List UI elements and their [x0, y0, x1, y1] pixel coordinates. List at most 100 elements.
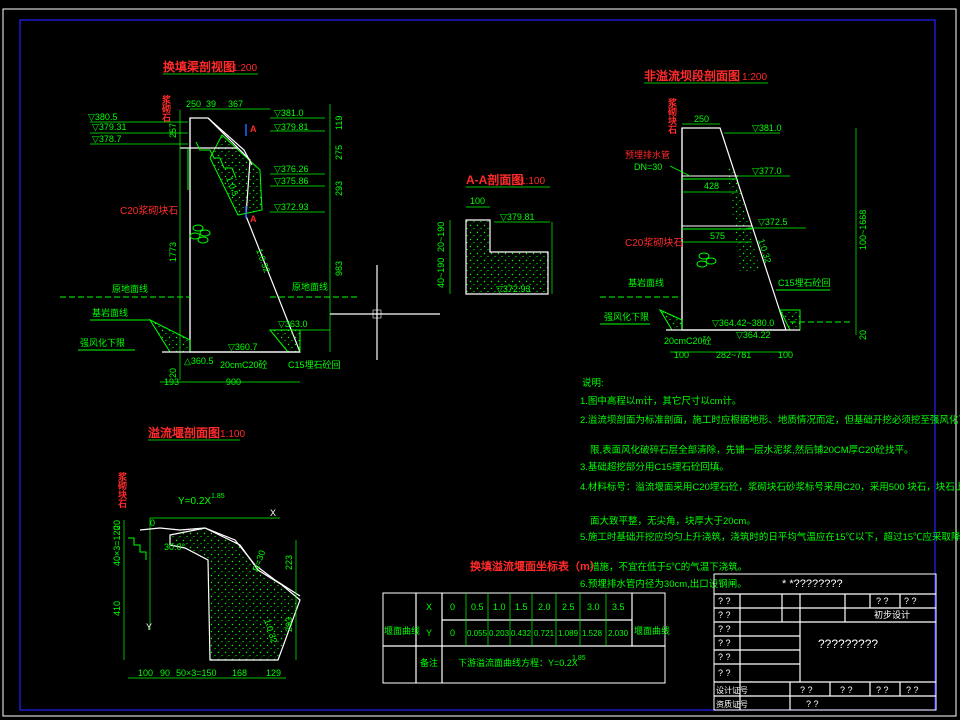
nonoverflow-section-view: 非溢流坝段剖面图 1:200 浆砌块石 250 ▽381.0 ▽377.0 ▽3… — [600, 68, 868, 360]
overflow-right-dim-2: 293 — [284, 617, 294, 632]
overflow-equation: Y=0.2X — [178, 496, 211, 507]
tb-footer-cell-3: ? ? — [876, 685, 889, 695]
nonoverflow-c15: C15埋石砼回 — [778, 277, 831, 288]
note-2: 2.溢流坝剖面为标准剖面，施工时应根据地形、地质情况而定，但基础开挖必须挖至强风… — [580, 414, 960, 426]
nonoverflow-base-line: 基岩面线 — [628, 277, 664, 288]
nonoverflow-bottom-dim-2: 282~781 — [716, 350, 751, 360]
aa-section-view: A-A剖面图 1:100 100 ▽379.81 ▽372.93 20~190 … — [436, 172, 553, 295]
coord-table-title: 换填溢流堰面坐标表（m） — [470, 559, 601, 573]
coord-x-6: 3.0 — [587, 602, 600, 612]
tb-stage: 初步设计 — [874, 609, 910, 620]
aa-section-body — [465, 219, 549, 295]
nonoverflow-elev-4: ▽364.42~380.0 — [712, 318, 774, 328]
coord-x-5: 2.5 — [562, 602, 575, 612]
coord-side-right: 堰面曲线 — [634, 625, 670, 636]
nonoverflow-dim-top: 250 — [694, 114, 709, 124]
coord-remark-label: 备注 — [420, 657, 438, 668]
bank-base-line: 基岩面线 — [92, 307, 128, 318]
tb-left-cell-4: ? ? — [718, 668, 731, 678]
overflow-weir-body — [169, 527, 301, 661]
coordinate-table: 换填溢流堰面坐标表（m） 堰面曲线 堰面曲线 X Y 0 0.5 1.0 1.5… — [382, 559, 670, 684]
inner-frame — [19, 19, 936, 711]
bank-elev-10: ▽360.7 — [228, 342, 257, 352]
tb-footer-cell-4: ? ? — [906, 685, 919, 695]
bank-elev-11: △360.5 — [184, 356, 213, 366]
tb-footer-left-2: 资质证号 — [716, 699, 748, 709]
aa-dim-3: 40~190 — [436, 258, 446, 288]
aa-dim-2: 20~190 — [436, 222, 446, 252]
note-8: 措施，不宜在低于5℃的气温下浇筑。 — [590, 561, 747, 573]
coord-y-7: 2.030 — [608, 629, 629, 638]
coord-y-1: 0.055 — [467, 629, 488, 638]
overflow-left-label: 浆砌块石 — [117, 471, 128, 509]
tb-top-cell-3: ? ? — [904, 596, 917, 606]
bank-section-view: 换填渠剖视图 1:200 浆砌石 250 39 367 A A ▽380.5 ▽… — [60, 59, 440, 387]
overflow-bottom-dim-3: 50×3=150 — [176, 668, 217, 678]
nonoverflow-title: 非溢流坝段剖面图 — [644, 68, 740, 83]
bank-elev-3: ▽378.7 — [92, 134, 121, 144]
coord-row-x: X — [426, 602, 432, 612]
overflow-section-view: 溢流堰剖面图 1:100 浆砌块石 Y=0.2X 1.85 X Y 0 R=30… — [112, 425, 301, 679]
coord-y-2: 0.203 — [489, 629, 510, 638]
bank-section-mark-a2: A — [250, 214, 257, 224]
coord-x-2: 1.0 — [493, 602, 506, 612]
bank-left-dim-1: 257 — [168, 123, 178, 138]
bank-elev-8: ▽372.93 — [274, 202, 308, 212]
nonoverflow-slope: 1:0.32 — [756, 238, 773, 265]
note-6: 面大致平整，无尖角，块厚大于20cm。 — [590, 515, 756, 527]
coord-y-6: 1.528 — [582, 629, 603, 638]
bank-ground-line: 原地面线 — [112, 283, 148, 294]
nonoverflow-drain-2: DN=30 — [634, 162, 662, 172]
nonoverflow-right-dim-small: 20 — [858, 330, 868, 340]
bank-elev-7: ▽375.86 — [274, 176, 308, 186]
coord-y-4: 0.721 — [534, 629, 555, 638]
bank-elev-4: ▽381.0 — [274, 108, 303, 118]
bank-elev-1: ▽380.5 — [88, 112, 117, 122]
overflow-origin: 0 — [150, 518, 155, 528]
overflow-axis-y: Y — [146, 622, 152, 632]
bank-elev-5: ▽379.81 — [274, 122, 308, 132]
bank-dim-bottom-2: 900 — [226, 377, 241, 387]
bank-c15: C15埋石砼回 — [288, 359, 341, 370]
tb-drawing-title: ????????? — [818, 637, 878, 651]
overflow-bottom-dim-2: 90 — [160, 668, 170, 678]
tb-left-cell-1: ? ? — [718, 624, 731, 634]
notes-heading: 说明: — [582, 377, 604, 389]
bank-left-label: 浆砌石 — [161, 94, 172, 123]
note-4: 3.基础超挖部分用C15埋石砼回填。 — [580, 461, 729, 473]
note-3: 限,表面风化破碎石层全部清除，先铺一层水泥浆,然后铺20CM厚C20砼找平。 — [590, 444, 914, 456]
coord-y-values: 0 0.055 0.203 0.432 0.721 1.089 1.528 2.… — [450, 628, 629, 638]
overflow-bottom-dim-4: 168 — [232, 668, 247, 678]
bank-right-dim-4: 983 — [334, 261, 344, 276]
title-block: * *???????? ? ? ? ? ? ? ? ? 初步设计 ? ? ? ?… — [713, 573, 937, 711]
nonoverflow-stone-icon — [696, 252, 717, 268]
overflow-bottom-dim-5: 129 — [266, 668, 281, 678]
coord-x-3: 1.5 — [515, 602, 528, 612]
nonoverflow-weathered: 强风化下限 — [604, 311, 649, 322]
bank-stone-icon — [189, 224, 211, 244]
coord-x-values: 0 0.5 1.0 1.5 2.0 2.5 3.0 3.5 — [450, 602, 625, 612]
overflow-bottom-dim-1: 100 — [138, 668, 153, 678]
aa-section-title: A-A剖面图 — [466, 172, 523, 187]
bank-elev-6: ▽376.26 — [274, 164, 308, 174]
bank-right-dim-1: 119 — [334, 116, 344, 130]
tb-left-cell-2: ? ? — [718, 638, 731, 648]
note-5: 4.材料标号：溢流堰面采用C20埋石砼，浆砌块石砂浆标号采用C20，采用500 … — [580, 481, 960, 493]
tb-top-cell-4: ? ? — [718, 610, 731, 620]
nonoverflow-scale: 1:200 — [742, 72, 767, 83]
nonoverflow-right-dim: 100~1668 — [858, 210, 868, 250]
overflow-r-label: R=30 — [250, 549, 267, 573]
coord-y-0: 0 — [450, 628, 455, 638]
nonoverflow-bottom-c20: 20cmC20砼 — [664, 335, 712, 346]
bank-slope-2: 1:0.32 — [254, 247, 272, 274]
coord-x-7: 3.5 — [612, 602, 625, 612]
coord-x-4: 2.0 — [538, 602, 551, 612]
nonoverflow-drain-1: 预埋排水管 — [625, 149, 670, 160]
tb-footer-cell-1: ? ? — [800, 685, 813, 695]
bank-section-title: 换填渠剖视图 — [163, 59, 235, 74]
nonoverflow-width-1: 428 — [704, 181, 719, 191]
bank-left-dim-3: 20 — [168, 368, 178, 378]
coord-row-y: Y — [426, 628, 432, 638]
overflow-left-dim-3: 20 — [112, 520, 122, 530]
nonoverflow-bottom-dim-1: 100 — [674, 350, 689, 360]
